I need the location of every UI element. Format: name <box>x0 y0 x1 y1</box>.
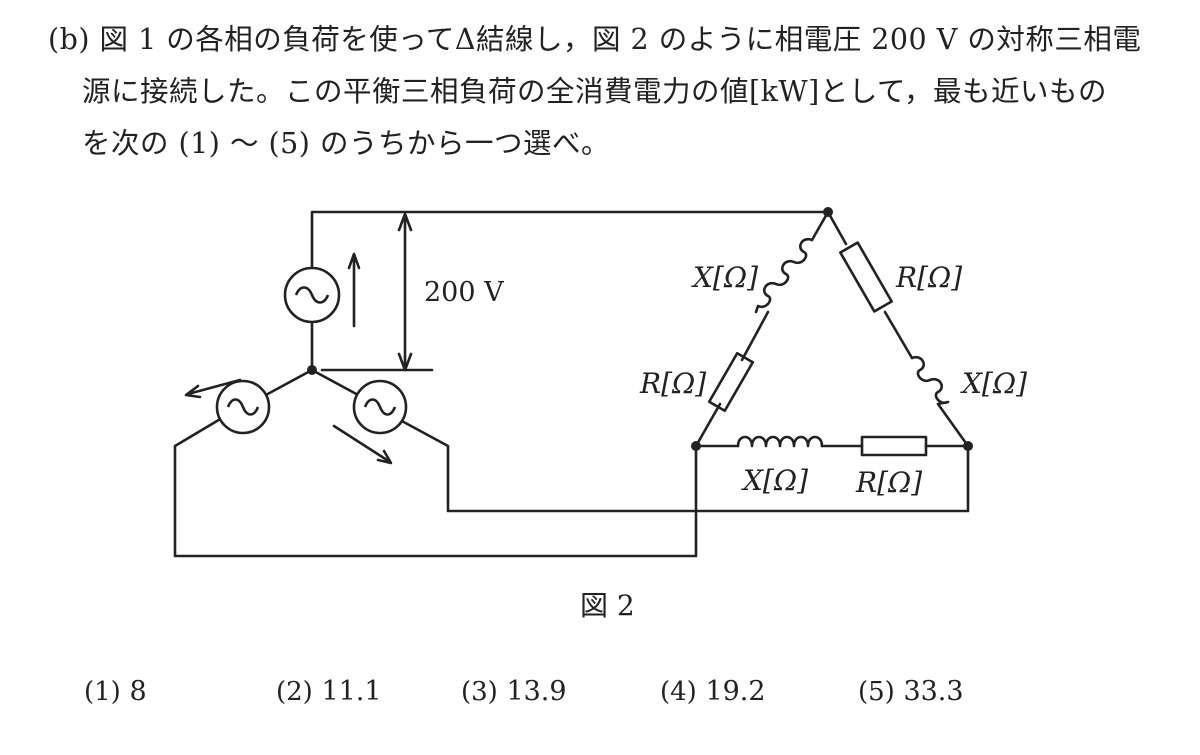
delta-node-top <box>823 207 833 217</box>
inductor-x-bottom <box>736 435 824 448</box>
label-x-top-left: X[Ω] <box>691 261 758 294</box>
ac-source-top <box>283 266 341 324</box>
choice-3-value: 13.9 <box>506 676 567 707</box>
question-line-1: (b) 図 1 の各相の負荷を使ってΔ結線し，図 2 のように相電圧 200 V… <box>48 23 1142 56</box>
delta-left-wire <box>694 210 830 448</box>
choice-1-label: (1) <box>84 677 121 707</box>
choice-2-label: (2) <box>276 677 313 707</box>
wire-source-left <box>173 368 698 558</box>
ac-source-left <box>215 379 271 435</box>
choice-5[interactable]: (5) 33.3 <box>858 676 964 707</box>
label-r-left: R[Ω] <box>639 367 706 400</box>
inductor-x-right <box>910 355 950 406</box>
choice-5-value: 33.3 <box>903 676 964 707</box>
figure-caption: 図 2 <box>580 589 635 622</box>
question-line-3: を次の (1) ～ (5) のうちから一つ選べ。 <box>82 127 610 160</box>
wire-top <box>310 210 830 372</box>
label-r-bottom: R[Ω] <box>855 466 922 499</box>
voltage-arrow-up <box>397 212 413 232</box>
inductor-x-top-left <box>754 237 814 314</box>
question-line-2: 源に接続した。この平衡三相負荷の全消費電力の値[kW]として，最も近いもの <box>82 75 1107 108</box>
voltage-label: 200 V <box>424 277 504 308</box>
voltage-dimension-line <box>320 216 434 372</box>
source-arrow-top <box>347 252 361 328</box>
resistor-r-top-right <box>839 241 893 313</box>
resistor-r-bottom <box>860 435 928 457</box>
delta-node-bottom-left <box>691 441 701 451</box>
label-x-right: X[Ω] <box>960 367 1027 400</box>
choice-4-label: (4) <box>660 677 697 707</box>
label-r-top-right: R[Ω] <box>895 261 962 294</box>
wire-source-right <box>310 368 970 513</box>
choice-2-value: 11.1 <box>321 676 382 707</box>
choice-5-label: (5) <box>858 677 895 707</box>
label-x-bottom: X[Ω] <box>741 464 808 497</box>
choice-4-value: 19.2 <box>705 676 766 707</box>
choice-1-value: 8 <box>129 676 147 707</box>
delta-node-bottom-right <box>963 441 973 451</box>
choice-2[interactable]: (2) 11.1 <box>276 676 382 707</box>
choice-1[interactable]: (1) 8 <box>84 676 147 707</box>
choice-4[interactable]: (4) 19.2 <box>660 676 766 707</box>
neutral-node <box>307 365 317 375</box>
choice-3[interactable]: (3) 13.9 <box>461 676 567 707</box>
voltage-arrow-down <box>397 352 413 372</box>
choice-3-label: (3) <box>461 677 498 707</box>
delta-right-wire <box>826 210 970 448</box>
source-arrow-right <box>332 424 393 465</box>
resistor-r-left <box>707 351 755 413</box>
ac-source-right <box>352 379 408 435</box>
question-text: (b) 図 1 の各相の負荷を使ってΔ結線し，図 2 のように相電圧 200 V… <box>48 14 1188 170</box>
